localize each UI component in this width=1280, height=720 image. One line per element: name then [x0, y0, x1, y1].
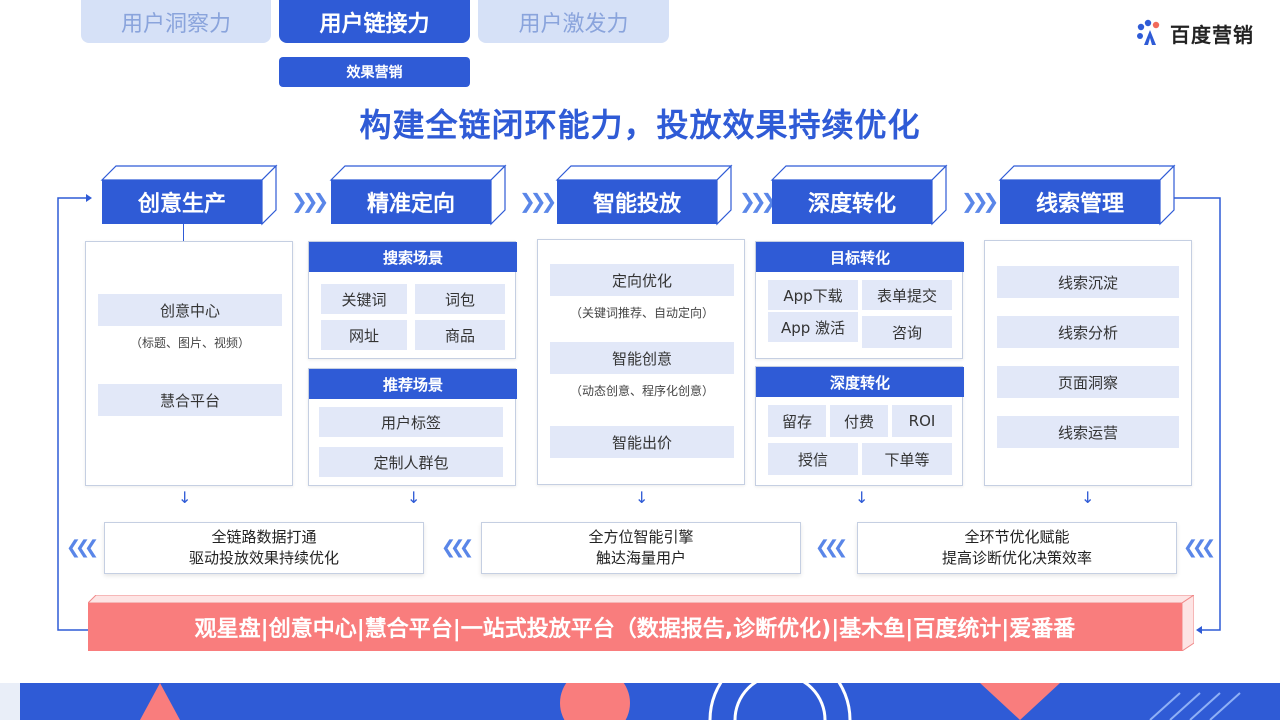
stage-deep-conversion: 深度转化 — [770, 164, 948, 226]
note-smart-creative: （动态创意、程序化创意） — [569, 384, 714, 398]
pill-app-download[interactable]: App下载 — [768, 280, 858, 310]
brand-name: 百度营销 — [1170, 22, 1254, 47]
pill-payment[interactable]: 付费 — [830, 405, 888, 437]
pill-lead-operations[interactable]: 线索运营 — [997, 416, 1179, 448]
pill-url[interactable]: 网址 — [321, 320, 407, 350]
card-search-scene: 搜索场景 关键词 词包 网址 商品 — [308, 241, 517, 359]
summary-line1: 全方位智能引擎 — [588, 528, 694, 546]
header-deep-conversion: 深度转化 — [756, 367, 964, 397]
pill-lead-accumulation[interactable]: 线索沉淀 — [997, 266, 1179, 298]
stage-label: 深度转化 — [772, 180, 932, 224]
header-search-scene: 搜索场景 — [309, 242, 517, 272]
chevron-left-icon: ❮❮❮ — [441, 537, 474, 558]
stage-smart-delivery: 智能投放 — [555, 164, 733, 226]
header-recommend-scene: 推荐场景 — [309, 369, 517, 399]
pill-form-submit[interactable]: 表单提交 — [862, 280, 952, 310]
tab-user-insight[interactable]: 用户洞察力 — [81, 0, 271, 43]
pill-retention[interactable]: 留存 — [768, 405, 826, 437]
decorative-footer — [0, 683, 1280, 720]
arrow-down-icon: ↓ — [635, 488, 649, 507]
card-lead-management: 线索沉淀 线索分析 页面洞察 线索运营 — [984, 240, 1192, 486]
note-creative-center: （标题、图片、视频） — [129, 336, 250, 350]
pill-huihe-platform[interactable]: 慧合平台 — [98, 384, 282, 416]
card-creative-production: 创意中心 （标题、图片、视频） 慧合平台 — [85, 241, 293, 486]
stage-depth-shape — [998, 164, 1176, 226]
pill-custom-audience[interactable]: 定制人群包 — [319, 447, 503, 477]
summary-line1: 全环节优化赋能 — [964, 528, 1070, 546]
summary-line2: 触达海量用户 — [595, 549, 686, 567]
stage-label: 创意生产 — [102, 180, 262, 224]
stage-label: 精准定向 — [331, 180, 491, 224]
pill-targeting-optimization[interactable]: 定向优化 — [550, 264, 734, 296]
pill-page-insight[interactable]: 页面洞察 — [997, 366, 1179, 398]
loop-connector — [57, 194, 1221, 634]
subtab-performance-marketing[interactable]: 效果营销 — [279, 57, 470, 87]
tab-user-activate[interactable]: 用户激发力 — [478, 0, 669, 43]
pill-product[interactable]: 商品 — [415, 320, 505, 350]
pill-smart-creative[interactable]: 智能创意 — [550, 342, 734, 374]
pill-keyword[interactable]: 关键词 — [321, 284, 407, 314]
stage-depth-shape — [770, 164, 948, 226]
chevron-left-icon: ❮❮❮ — [1183, 537, 1216, 558]
chevron-right-icon: ❯❯❯ — [961, 189, 999, 213]
stage-depth-shape — [329, 164, 507, 226]
arrow-down-icon: ↓ — [178, 488, 192, 507]
pill-roi[interactable]: ROI — [892, 405, 952, 437]
summary-full-link-data: 全链路数据打通 驱动投放效果持续优化 — [104, 522, 424, 574]
card-deep-conversion: 深度转化 留存 付费 ROI 授信 下单等 — [755, 366, 964, 486]
chevron-left-icon: ❮❮❮ — [815, 537, 848, 558]
stage-precise-targeting: 精准定向 — [329, 164, 507, 226]
chevron-right-icon: ❯❯❯ — [291, 189, 329, 213]
chevron-right-icon: ❯❯❯ — [519, 189, 557, 213]
summary-optimization-empower: 全环节优化赋能 提高诊断优化决策效率 — [857, 522, 1177, 574]
summary-smart-engine: 全方位智能引擎 触达海量用户 — [481, 522, 801, 574]
summary-line2: 提高诊断优化决策效率 — [941, 549, 1092, 567]
platform-tools-banner: 观星盘|创意中心|慧合平台|一站式投放平台（数据报告,诊断优化)|基木鱼|百度统… — [88, 603, 1182, 651]
footer-pattern — [0, 683, 1280, 720]
pill-user-tags[interactable]: 用户标签 — [319, 407, 503, 437]
note-targeting-optimization: （关键词推荐、自动定向） — [569, 306, 714, 320]
pill-order[interactable]: 下单等 — [862, 443, 952, 475]
header-goal-conversion: 目标转化 — [756, 242, 964, 272]
card-smart-delivery: 定向优化 （关键词推荐、自动定向） 智能创意 （动态创意、程序化创意） 智能出价 — [537, 239, 745, 485]
pill-creative-center[interactable]: 创意中心 — [98, 294, 282, 326]
arrow-down-icon: ↓ — [407, 488, 421, 507]
card-recommend-scene: 推荐场景 用户标签 定制人群包 — [308, 368, 517, 486]
stage-label: 线索管理 — [1000, 180, 1160, 224]
connector-line — [183, 224, 184, 241]
pill-app-activation[interactable]: App 激活 — [768, 312, 858, 342]
card-goal-conversion: 目标转化 App下载 表单提交 App 激活 咨询 — [755, 241, 964, 359]
stage-label: 智能投放 — [557, 180, 717, 224]
summary-line2: 驱动投放效果持续优化 — [188, 549, 339, 567]
tab-user-connect[interactable]: 用户链接力 — [279, 0, 470, 43]
pill-smart-bidding[interactable]: 智能出价 — [550, 426, 734, 458]
stage-depth-shape — [555, 164, 733, 226]
summary-line1: 全链路数据打通 — [211, 528, 317, 546]
pill-lead-analysis[interactable]: 线索分析 — [997, 316, 1179, 348]
page-title: 构建全链闭环能力，投放效果持续优化 — [359, 106, 921, 144]
chevron-left-icon: ❮❮❮ — [66, 537, 99, 558]
baidu-paw-icon — [1137, 19, 1160, 45]
arrow-down-icon: ↓ — [855, 488, 869, 507]
stage-lead-management: 线索管理 — [998, 164, 1176, 226]
brand-logo: 百度营销 — [1134, 18, 1254, 48]
stage-creative-production: 创意生产 — [100, 164, 278, 226]
pill-credit[interactable]: 授信 — [768, 443, 858, 475]
chevron-right-icon: ❯❯❯ — [739, 189, 777, 213]
pill-consult[interactable]: 咨询 — [862, 316, 952, 348]
arrow-down-icon: ↓ — [1081, 488, 1095, 507]
pill-word-pack[interactable]: 词包 — [415, 284, 505, 314]
